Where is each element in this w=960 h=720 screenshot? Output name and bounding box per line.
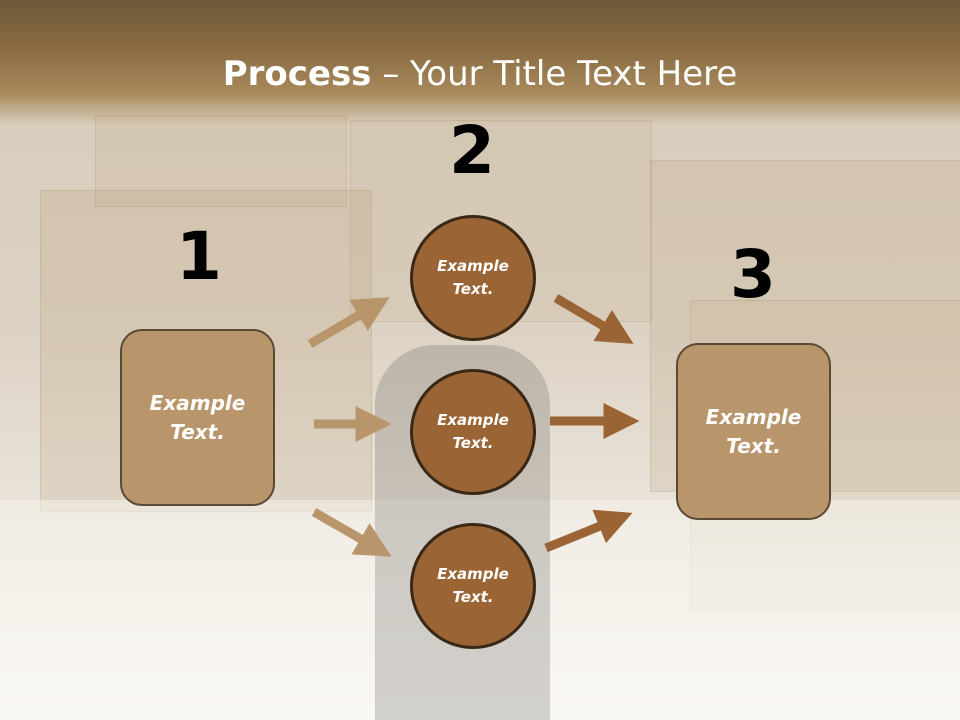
circle-bottom-label: Example Text. bbox=[437, 565, 509, 606]
step-2-circle-bottom: Example Text. bbox=[410, 523, 536, 649]
step-number-1: 1 bbox=[176, 218, 222, 295]
arrow-bottom-to-3 bbox=[544, 509, 633, 553]
step-number-2: 2 bbox=[449, 112, 495, 189]
step-number-3: 3 bbox=[730, 236, 776, 313]
step-1-box: Example Text. bbox=[120, 329, 275, 506]
arrow-1-to-top bbox=[307, 297, 390, 348]
slide-title: Process – Your Title Text Here bbox=[0, 52, 960, 96]
title-rest: – Your Title Text Here bbox=[371, 54, 738, 94]
circle-top-label: Example Text. bbox=[437, 257, 509, 298]
step-3-box-label: Example Text. bbox=[705, 404, 802, 458]
step-3-box: Example Text. bbox=[676, 343, 831, 520]
circle-middle-label: Example Text. bbox=[437, 411, 509, 452]
step-2-circle-middle: Example Text. bbox=[410, 369, 536, 495]
step-1-box-label: Example Text. bbox=[149, 390, 246, 444]
title-bar: Process – Your Title Text Here bbox=[0, 0, 960, 125]
step-2-circle-top: Example Text. bbox=[410, 215, 536, 341]
title-bold: Process bbox=[222, 54, 372, 94]
arrow-top-to-3 bbox=[553, 294, 634, 344]
arrow-1-to-bottom bbox=[311, 508, 392, 557]
background-box-left-top bbox=[95, 115, 347, 207]
